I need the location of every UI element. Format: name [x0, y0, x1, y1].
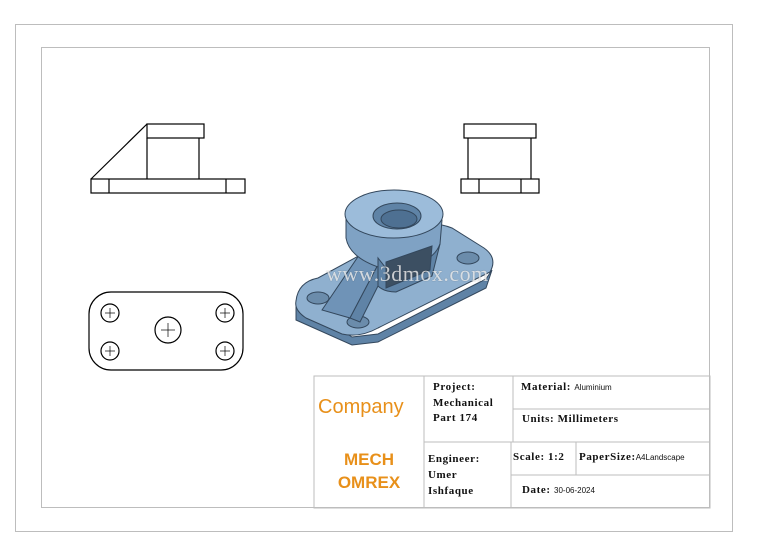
- hole-top-right: [215, 303, 235, 323]
- material-label: Material:: [521, 381, 571, 393]
- date-label: Date:: [522, 484, 551, 496]
- engineer-label: Engineer:: [428, 453, 480, 465]
- front-view: [90, 123, 246, 194]
- project-line-2: Part 174: [433, 412, 478, 424]
- title-block-grid: [313, 375, 711, 509]
- engineer-line-2: Ishfaque: [428, 485, 474, 497]
- papersize-value: A4Landscape: [635, 453, 685, 462]
- project-field: Project: Mechanical Part 174: [433, 380, 493, 427]
- isometric-view: [295, 189, 494, 346]
- hole-top-left: [100, 303, 120, 323]
- project-label: Project:: [433, 381, 476, 393]
- top-view: [88, 291, 244, 371]
- hole-bottom-right: [215, 341, 235, 361]
- engineer-line-1: Umer: [428, 469, 458, 481]
- brand-line-2: OMREX: [337, 473, 401, 492]
- sheet-outer-border: [15, 24, 733, 532]
- material-field: Material: Aluminium: [521, 381, 612, 393]
- date-field: Date: 30-06-2024: [522, 484, 595, 496]
- units-field: Units: Millimeters: [522, 413, 619, 425]
- brand-line-1: MECH: [343, 450, 395, 469]
- side-view: [460, 123, 540, 194]
- company-name: Company: [318, 396, 404, 418]
- papersize-field: PaperSize:A4Landscape: [579, 451, 685, 463]
- material-value: Aluminium: [574, 383, 612, 392]
- hole-bottom-left: [100, 341, 120, 361]
- papersize-label: PaperSize:: [579, 451, 636, 463]
- date-value: 30-06-2024: [554, 486, 595, 495]
- scale-field: Scale: 1:2: [513, 451, 565, 463]
- project-line-1: Mechanical: [433, 396, 494, 409]
- brand-logo-text: MECH OMREX: [326, 448, 412, 494]
- watermark-text: www.3dmox.com: [326, 261, 489, 286]
- engineer-field: Engineer: Umer Ishfaque: [428, 451, 480, 499]
- hole-center: [154, 316, 182, 344]
